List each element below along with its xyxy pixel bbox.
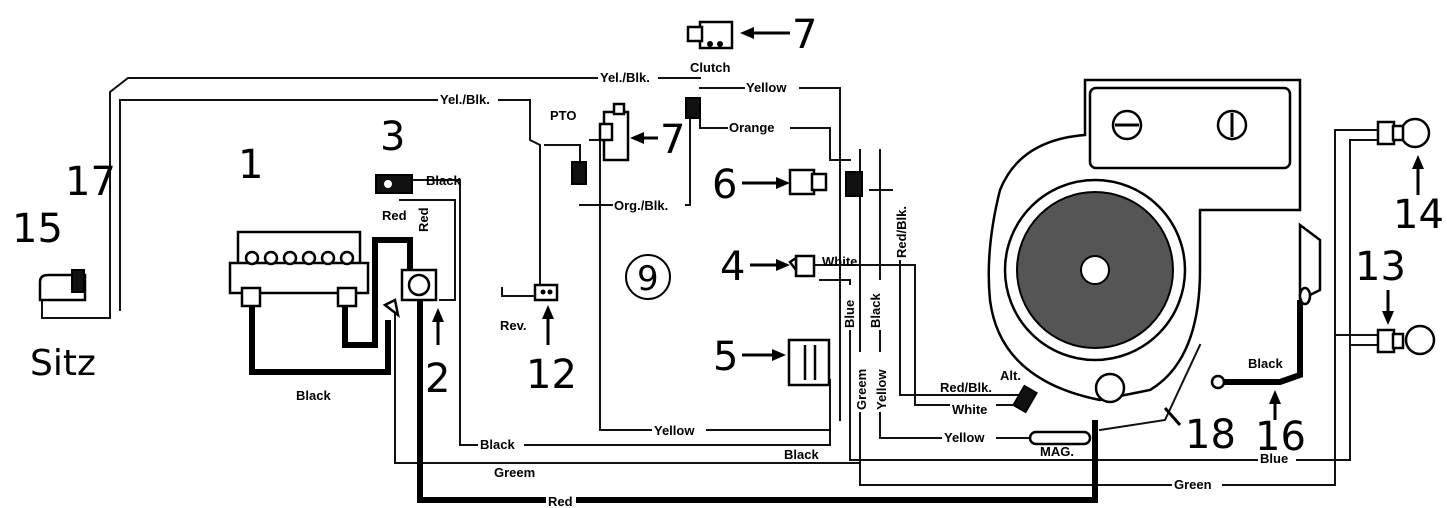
- component-labels: Clutch PTO Rev. Alt. MAG.: [500, 60, 1074, 459]
- wire-yel-blk-to-12: [529, 109, 541, 291]
- cable-black: [249, 300, 391, 375]
- label-black-bottom-left: Black: [480, 437, 515, 452]
- connector-6: [845, 171, 863, 197]
- label-blue-v: Blue: [842, 300, 857, 328]
- wire-labels: Yel./Blk. Yel./Blk. Yellow Orange Org./B…: [296, 70, 1296, 508]
- label-greem-bottom: Greem: [494, 465, 535, 480]
- wire-blue-right: [1289, 139, 1381, 461]
- callout-3: 3: [380, 114, 405, 160]
- label-black-batt: Black: [296, 388, 331, 403]
- callout-15: 15: [12, 206, 63, 252]
- wire-orange: [699, 114, 851, 161]
- callout-14: 14: [1393, 192, 1444, 238]
- wire-pto-right: [589, 139, 831, 431]
- pto-switch: [598, 102, 630, 162]
- callout-7-clutch: 7: [792, 12, 817, 58]
- battery-cables: [249, 237, 1303, 503]
- label-rev: Rev.: [500, 318, 527, 333]
- wire-red-3: [399, 199, 456, 301]
- callout-9-circle: [625, 254, 671, 300]
- label-red-blk-alt: Red/Blk.: [940, 380, 992, 395]
- wire-greem-bottom: [394, 299, 861, 464]
- alt-connector: [1012, 384, 1038, 414]
- solenoid: [382, 268, 438, 319]
- wire-red-blk-v: [869, 189, 1021, 396]
- clutch-switch: [686, 20, 734, 50]
- label-white-4: White: [822, 254, 857, 269]
- cable-red-short: [342, 237, 413, 348]
- label-yel-blk-left: Yel./Blk.: [440, 92, 490, 107]
- label-black-bottom-mid: Black: [784, 447, 819, 462]
- wire-seat-outer: [41, 77, 701, 319]
- label-black-3: Black: [426, 173, 461, 188]
- sitz-label: Sitz: [30, 343, 96, 384]
- callout-12: 12: [526, 352, 577, 398]
- fuel-solenoid: [788, 168, 828, 196]
- callout-4: 4: [720, 244, 745, 290]
- reverse-switch: [501, 283, 559, 302]
- label-yellow-bottom: Yellow: [654, 423, 695, 438]
- label-red-v: Red: [416, 207, 431, 232]
- wire-seat-inner: [119, 99, 531, 311]
- headlamp-14: [1376, 117, 1431, 149]
- callout-7-pto: 7: [660, 117, 685, 163]
- label-black-16: Black: [1248, 356, 1283, 371]
- connector-pto: [571, 161, 587, 185]
- seat-switch: [38, 269, 87, 302]
- wire-blue-v: [819, 279, 1291, 461]
- label-pto: PTO: [550, 108, 577, 123]
- arrows: [432, 27, 1424, 426]
- label-white-alt: White: [952, 402, 987, 417]
- callout-2: 2: [425, 356, 450, 402]
- label-orange: Orange: [729, 120, 775, 135]
- cable-red-long: [417, 290, 1098, 503]
- callout-6: 6: [712, 162, 737, 208]
- callout-1: 1: [238, 142, 263, 188]
- battery: [228, 230, 370, 308]
- callout-18: 18: [1185, 412, 1236, 458]
- callout-17: 17: [65, 159, 116, 205]
- ground-ring: [1210, 374, 1226, 390]
- callout-9: 9: [637, 259, 659, 299]
- label-red-bottom: Red: [548, 494, 573, 508]
- label-yellow-mag: Yellow: [944, 430, 985, 445]
- label-clutch: Clutch: [690, 60, 731, 75]
- label-black-v: Black: [868, 293, 883, 328]
- ignition-switch: [375, 174, 413, 194]
- label-org-blk: Org./Blk.: [614, 198, 668, 213]
- label-yellow-v: Yellow: [874, 369, 889, 410]
- module: [787, 338, 831, 387]
- callout-5: 5: [713, 334, 738, 380]
- wire-pto-left: [544, 144, 581, 161]
- wire-green-right: [859, 129, 1381, 486]
- label-yel-blk-top: Yel./Blk.: [600, 70, 650, 85]
- mag-connector: [1028, 430, 1092, 446]
- label-green-bottom: Green: [1174, 477, 1212, 492]
- label-yellow-top: Yellow: [746, 80, 787, 95]
- relay: [788, 254, 816, 278]
- connector-top: [685, 97, 701, 119]
- callout-13: 13: [1355, 244, 1406, 290]
- wire-black-3: [409, 179, 831, 446]
- label-alt: Alt.: [1000, 368, 1021, 383]
- engine: [987, 78, 1322, 404]
- label-red-3: Red: [382, 208, 407, 223]
- headlamp-13: [1376, 324, 1436, 356]
- label-mag: MAG.: [1040, 444, 1074, 459]
- wire-engine-18: [1098, 343, 1202, 432]
- cable-black-16: [1220, 300, 1303, 385]
- label-red-blk-v: Red/Blk.: [894, 206, 909, 258]
- label-blue-bottom: Blue: [1260, 451, 1288, 466]
- label-green-v: Greem: [854, 369, 869, 410]
